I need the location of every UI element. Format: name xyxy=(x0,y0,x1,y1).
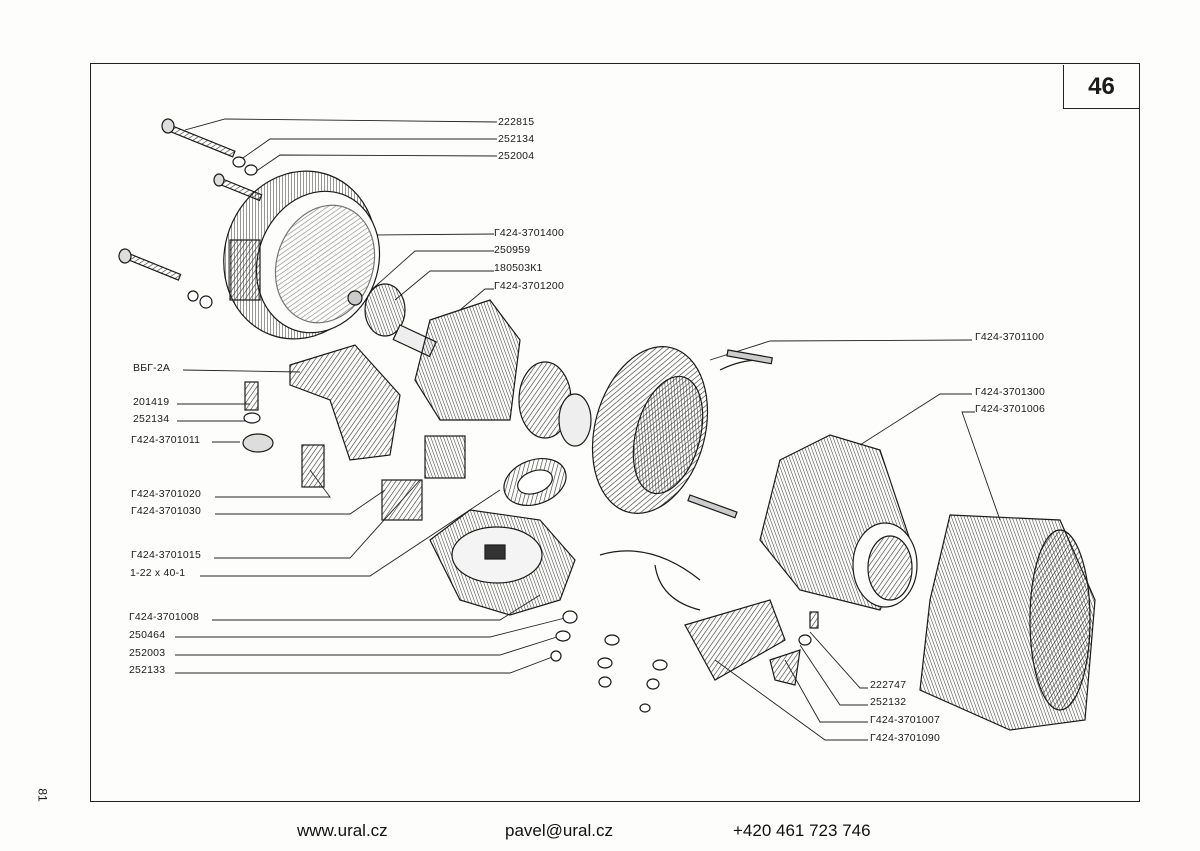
part-label: 180503К1 xyxy=(494,262,543,274)
part-label: Г424-3701030 xyxy=(131,505,201,517)
footer-phone: +420 461 723 746 xyxy=(733,821,871,840)
part-label: 252132 xyxy=(870,696,907,708)
brush-holder xyxy=(242,344,401,461)
part-label: Г424-3701006 xyxy=(975,403,1045,415)
part-label: 201419 xyxy=(133,396,170,408)
bearing-1-22x40-1 xyxy=(503,458,567,506)
footer-website[interactable]: www.ural.cz xyxy=(297,821,388,840)
brush-spring xyxy=(301,444,325,488)
diagram-frame xyxy=(90,63,1140,802)
part-label: 252134 xyxy=(133,413,170,425)
rear-cover xyxy=(759,434,918,611)
front-cover-housing xyxy=(223,170,381,340)
bolt-lower xyxy=(118,248,182,281)
page-number: 46 xyxy=(1063,65,1139,109)
rectifier-block xyxy=(599,550,786,681)
part-label: 1-22 x 40-1 xyxy=(130,567,186,579)
stator xyxy=(591,346,774,519)
footer-email[interactable]: pavel@ural.cz xyxy=(505,821,613,840)
part-label: Г424-3701008 xyxy=(129,611,199,623)
part-label: 252133 xyxy=(129,664,166,676)
brush-set xyxy=(381,479,423,521)
fan xyxy=(429,509,576,616)
part-label: Г424-3701020 xyxy=(131,488,201,500)
part-label: 250959 xyxy=(494,244,531,256)
part-label: 250464 xyxy=(129,629,166,641)
leader-lines xyxy=(175,118,1001,741)
brush-block xyxy=(424,435,466,479)
part-label: Г424-3701011 xyxy=(131,434,201,446)
part-label: Г424-3701300 xyxy=(975,386,1045,398)
part-label: 252003 xyxy=(129,647,166,659)
bolt-222815 xyxy=(161,118,236,158)
part-label: Г424-3701007 xyxy=(870,714,940,726)
part-label: Г424-3701200 xyxy=(494,280,564,292)
part-label: 222815 xyxy=(498,116,535,128)
part-label: 252134 xyxy=(498,133,535,145)
nuts xyxy=(550,610,819,713)
part-label: 252004 xyxy=(498,150,535,162)
part-label: 222747 xyxy=(870,679,907,691)
part-label: Г424-3701015 xyxy=(131,549,201,561)
part-label: Г424-3701100 xyxy=(975,331,1045,343)
part-label: ВБГ-2А xyxy=(133,362,171,374)
rotor xyxy=(347,283,592,447)
part-label: Г424-3701090 xyxy=(870,732,940,744)
protective-cover xyxy=(919,514,1096,731)
part-label: Г424-3701400 xyxy=(494,227,564,239)
